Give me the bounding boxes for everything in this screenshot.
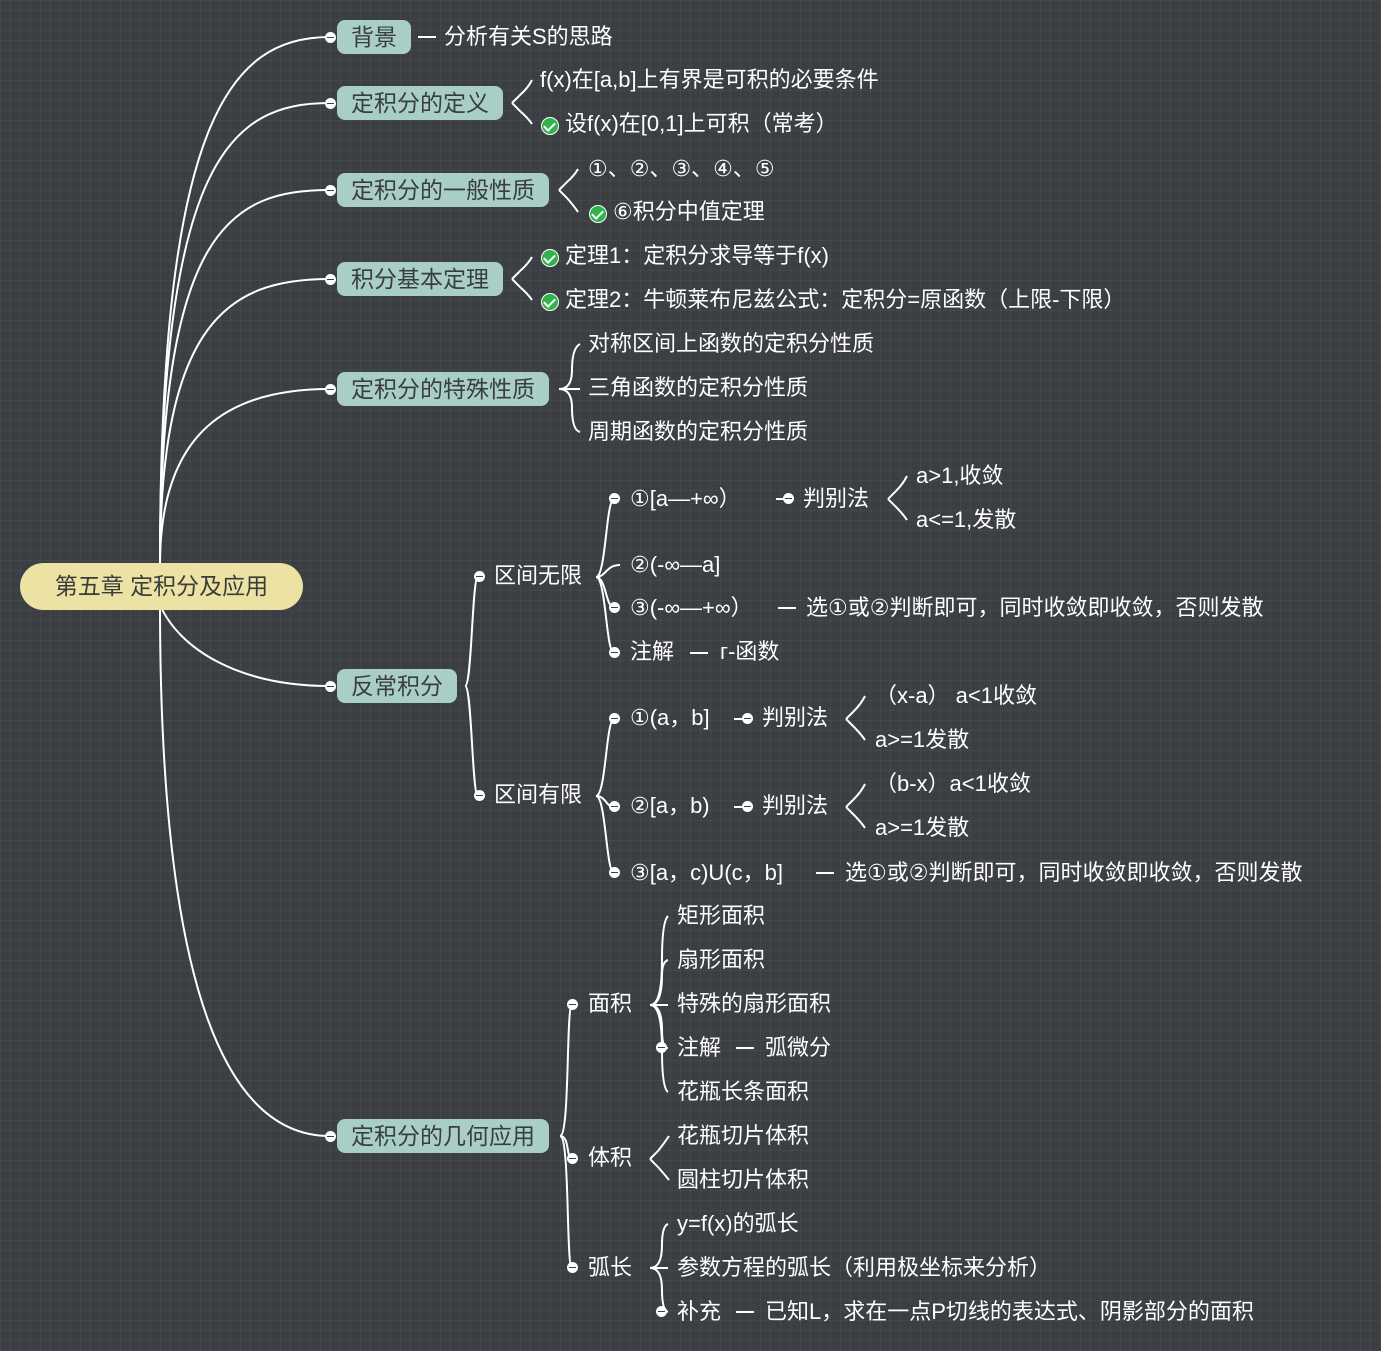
topic-fundamental-theorem[interactable]: 积分基本定理: [337, 262, 503, 296]
infinite-item-1[interactable]: ①[a—+∞）: [630, 486, 741, 511]
collapse-knob-icon[interactable]: [656, 1306, 667, 1317]
arc-label[interactable]: 弧长: [588, 1255, 633, 1280]
volume-label[interactable]: 体积: [588, 1145, 633, 1170]
topic-improper-integral[interactable]: 反常积分: [337, 669, 457, 703]
arc-item-note[interactable]: 已知L，求在一点P切线的表达式、阴影部分的面积: [765, 1299, 1254, 1324]
infinite-interval-label[interactable]: 区间无限: [494, 563, 583, 588]
infinite-diverge[interactable]: a<=1,发散: [916, 507, 1017, 532]
fundamental-item[interactable]: 定理1：定积分求导等于f(x): [565, 243, 830, 268]
collapse-knob-icon[interactable]: [609, 647, 620, 658]
special-props-item[interactable]: 三角函数的定积分性质: [588, 375, 809, 400]
check-icon: [541, 117, 559, 135]
finite-item-3[interactable]: ③[a，c)U(c，b]: [630, 860, 783, 885]
collapse-knob-icon[interactable]: [325, 384, 336, 395]
area-item-note[interactable]: 弧微分: [765, 1035, 832, 1060]
area-item[interactable]: 扇形面积: [677, 947, 766, 972]
collapse-knob-icon[interactable]: [474, 571, 485, 582]
collapse-knob-icon[interactable]: [609, 713, 620, 724]
finite-item-3-note[interactable]: 选①或②判断即可，同时收敛即收敛，否则发散: [845, 860, 1303, 885]
collapse-knob-icon[interactable]: [656, 1042, 667, 1053]
infinite-item-2[interactable]: ②(-∞—a]: [630, 552, 721, 577]
check-icon: [589, 205, 607, 223]
fundamental-item[interactable]: 定理2：牛顿莱布尼兹公式：定积分=原函数（上限-下限）: [565, 287, 1126, 312]
check-icon: [541, 249, 559, 267]
collapse-knob-icon[interactable]: [609, 602, 620, 613]
collapse-knob-icon[interactable]: [609, 493, 620, 504]
collapse-knob-icon[interactable]: [474, 790, 485, 801]
finite-item-2[interactable]: ②[a，b): [630, 793, 710, 818]
topic-general-properties[interactable]: 定积分的一般性质: [337, 173, 549, 207]
infinite-converge[interactable]: a>1,收敛: [916, 463, 1004, 488]
collapse-knob-icon[interactable]: [742, 801, 753, 812]
collapse-knob-icon[interactable]: [609, 867, 620, 878]
collapse-knob-icon[interactable]: [325, 185, 336, 196]
special-props-item[interactable]: 周期函数的定积分性质: [588, 419, 809, 444]
general-props-item[interactable]: ⑥积分中值定理: [613, 199, 765, 224]
finite-item-1[interactable]: ①(a，b]: [630, 705, 710, 730]
collapse-knob-icon[interactable]: [325, 1131, 336, 1142]
check-icon: [541, 293, 559, 311]
arc-item[interactable]: y=f(x)的弧长: [677, 1211, 799, 1236]
collapse-knob-icon[interactable]: [609, 801, 620, 812]
finite-interval-label[interactable]: 区间有限: [494, 782, 583, 807]
special-props-item[interactable]: 对称区间上函数的定积分性质: [588, 331, 875, 356]
finite-method-1[interactable]: 判别法: [762, 705, 829, 730]
collapse-knob-icon[interactable]: [325, 32, 336, 43]
collapse-knob-icon[interactable]: [567, 999, 578, 1010]
collapse-knob-icon[interactable]: [325, 274, 336, 285]
infinite-method[interactable]: 判别法: [803, 486, 870, 511]
volume-item[interactable]: 圆柱切片体积: [677, 1167, 810, 1192]
infinite-item-3[interactable]: ③(-∞—+∞）: [630, 595, 753, 620]
finite-converge-1[interactable]: （x-a） a<1收敛: [875, 683, 1037, 708]
volume-item[interactable]: 花瓶切片体积: [677, 1123, 810, 1148]
area-item[interactable]: 特殊的扇形面积: [677, 991, 832, 1016]
infinite-item-3-note[interactable]: 选①或②判断即可，同时收敛即收敛，否则发散: [806, 595, 1264, 620]
root-topic[interactable]: 第五章 定积分及应用: [20, 563, 303, 610]
topic-definition[interactable]: 定积分的定义: [337, 86, 503, 120]
area-item[interactable]: 花瓶长条面积: [677, 1079, 810, 1104]
arc-item[interactable]: 补充: [677, 1299, 722, 1324]
area-item[interactable]: 矩形面积: [677, 903, 766, 928]
infinite-item-4-note[interactable]: г-函数: [720, 639, 780, 664]
finite-converge-2[interactable]: （b-x）a<1收敛: [875, 771, 1031, 796]
collapse-knob-icon[interactable]: [783, 493, 794, 504]
definition-item[interactable]: 设f(x)在[0,1]上可积（常考）: [565, 111, 838, 136]
collapse-knob-icon[interactable]: [567, 1262, 578, 1273]
area-item[interactable]: 注解: [677, 1035, 722, 1060]
collapse-knob-icon[interactable]: [325, 681, 336, 692]
finite-diverge-2[interactable]: a>=1发散: [875, 815, 970, 840]
collapse-knob-icon[interactable]: [325, 98, 336, 109]
topic-background[interactable]: 背景: [337, 20, 411, 54]
topic-geometric-applications[interactable]: 定积分的几何应用: [337, 1119, 549, 1153]
area-label[interactable]: 面积: [588, 991, 633, 1016]
definition-item[interactable]: f(x)在[a,b]上有界是可积的必要条件: [540, 67, 879, 92]
arc-item[interactable]: 参数方程的弧长（利用极坐标来分析）: [677, 1255, 1052, 1280]
general-props-item[interactable]: ①、②、③、④、⑤: [588, 156, 775, 181]
finite-diverge-1[interactable]: a>=1发散: [875, 727, 970, 752]
infinite-item-4[interactable]: 注解: [630, 639, 675, 664]
background-note[interactable]: 分析有关S的思路: [444, 24, 613, 49]
topic-special-properties[interactable]: 定积分的特殊性质: [337, 372, 549, 406]
collapse-knob-icon[interactable]: [742, 713, 753, 724]
finite-method-2[interactable]: 判别法: [762, 793, 829, 818]
collapse-knob-icon[interactable]: [567, 1153, 578, 1164]
